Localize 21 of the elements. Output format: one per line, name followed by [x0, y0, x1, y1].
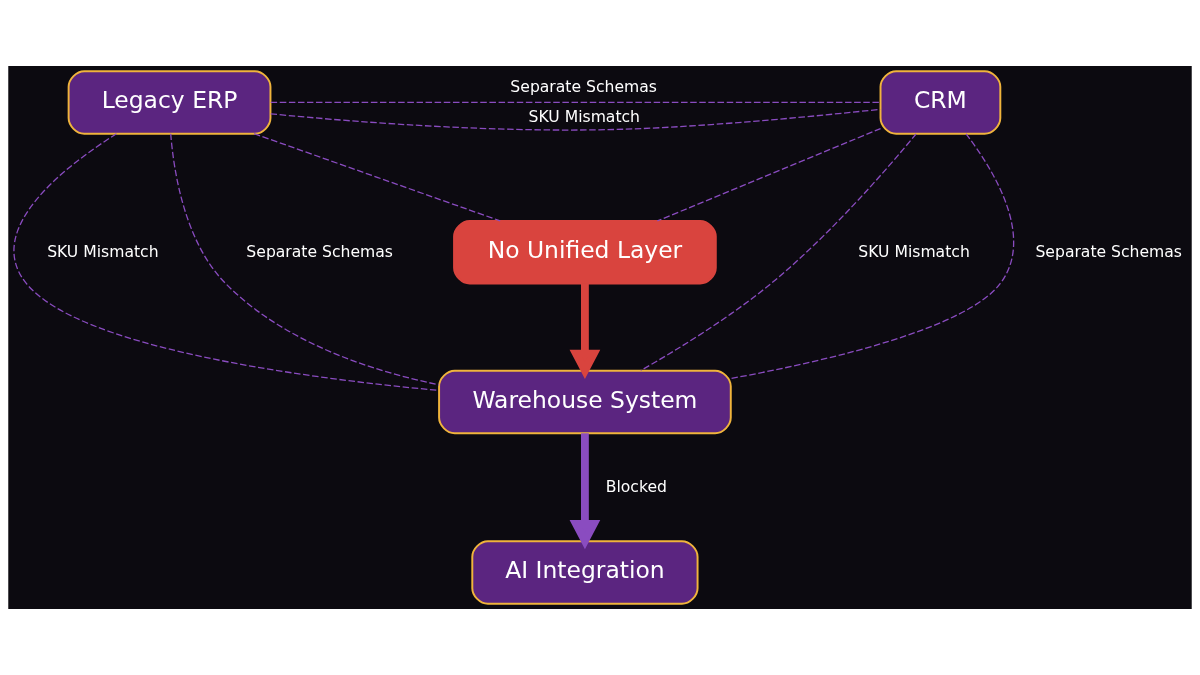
arrow — [569, 283, 601, 379]
connector — [640, 133, 917, 372]
node-box: Warehouse System — [438, 369, 732, 435]
edge-label: SKU Mismatch — [858, 242, 970, 261]
edge-label: Blocked — [605, 477, 667, 496]
node-box: Legacy ERP — [67, 70, 272, 135]
arrow — [569, 433, 601, 550]
edge-label: Separate Schemas — [1035, 242, 1183, 261]
edge-label: Separate Schemas — [246, 242, 393, 261]
connector — [13, 133, 440, 392]
connector — [656, 127, 882, 222]
connector — [270, 101, 881, 104]
node-box: AI Integration — [471, 540, 699, 605]
edge-label: Separate Schemas — [510, 78, 657, 97]
connector — [253, 133, 501, 222]
edge-label: SKU Mismatch — [47, 242, 159, 261]
connector — [170, 133, 440, 386]
node-box: CRM — [879, 70, 1002, 135]
node-box: No Unified Layer — [453, 220, 717, 285]
connector — [730, 133, 1015, 380]
edge-label: SKU Mismatch — [528, 108, 641, 127]
